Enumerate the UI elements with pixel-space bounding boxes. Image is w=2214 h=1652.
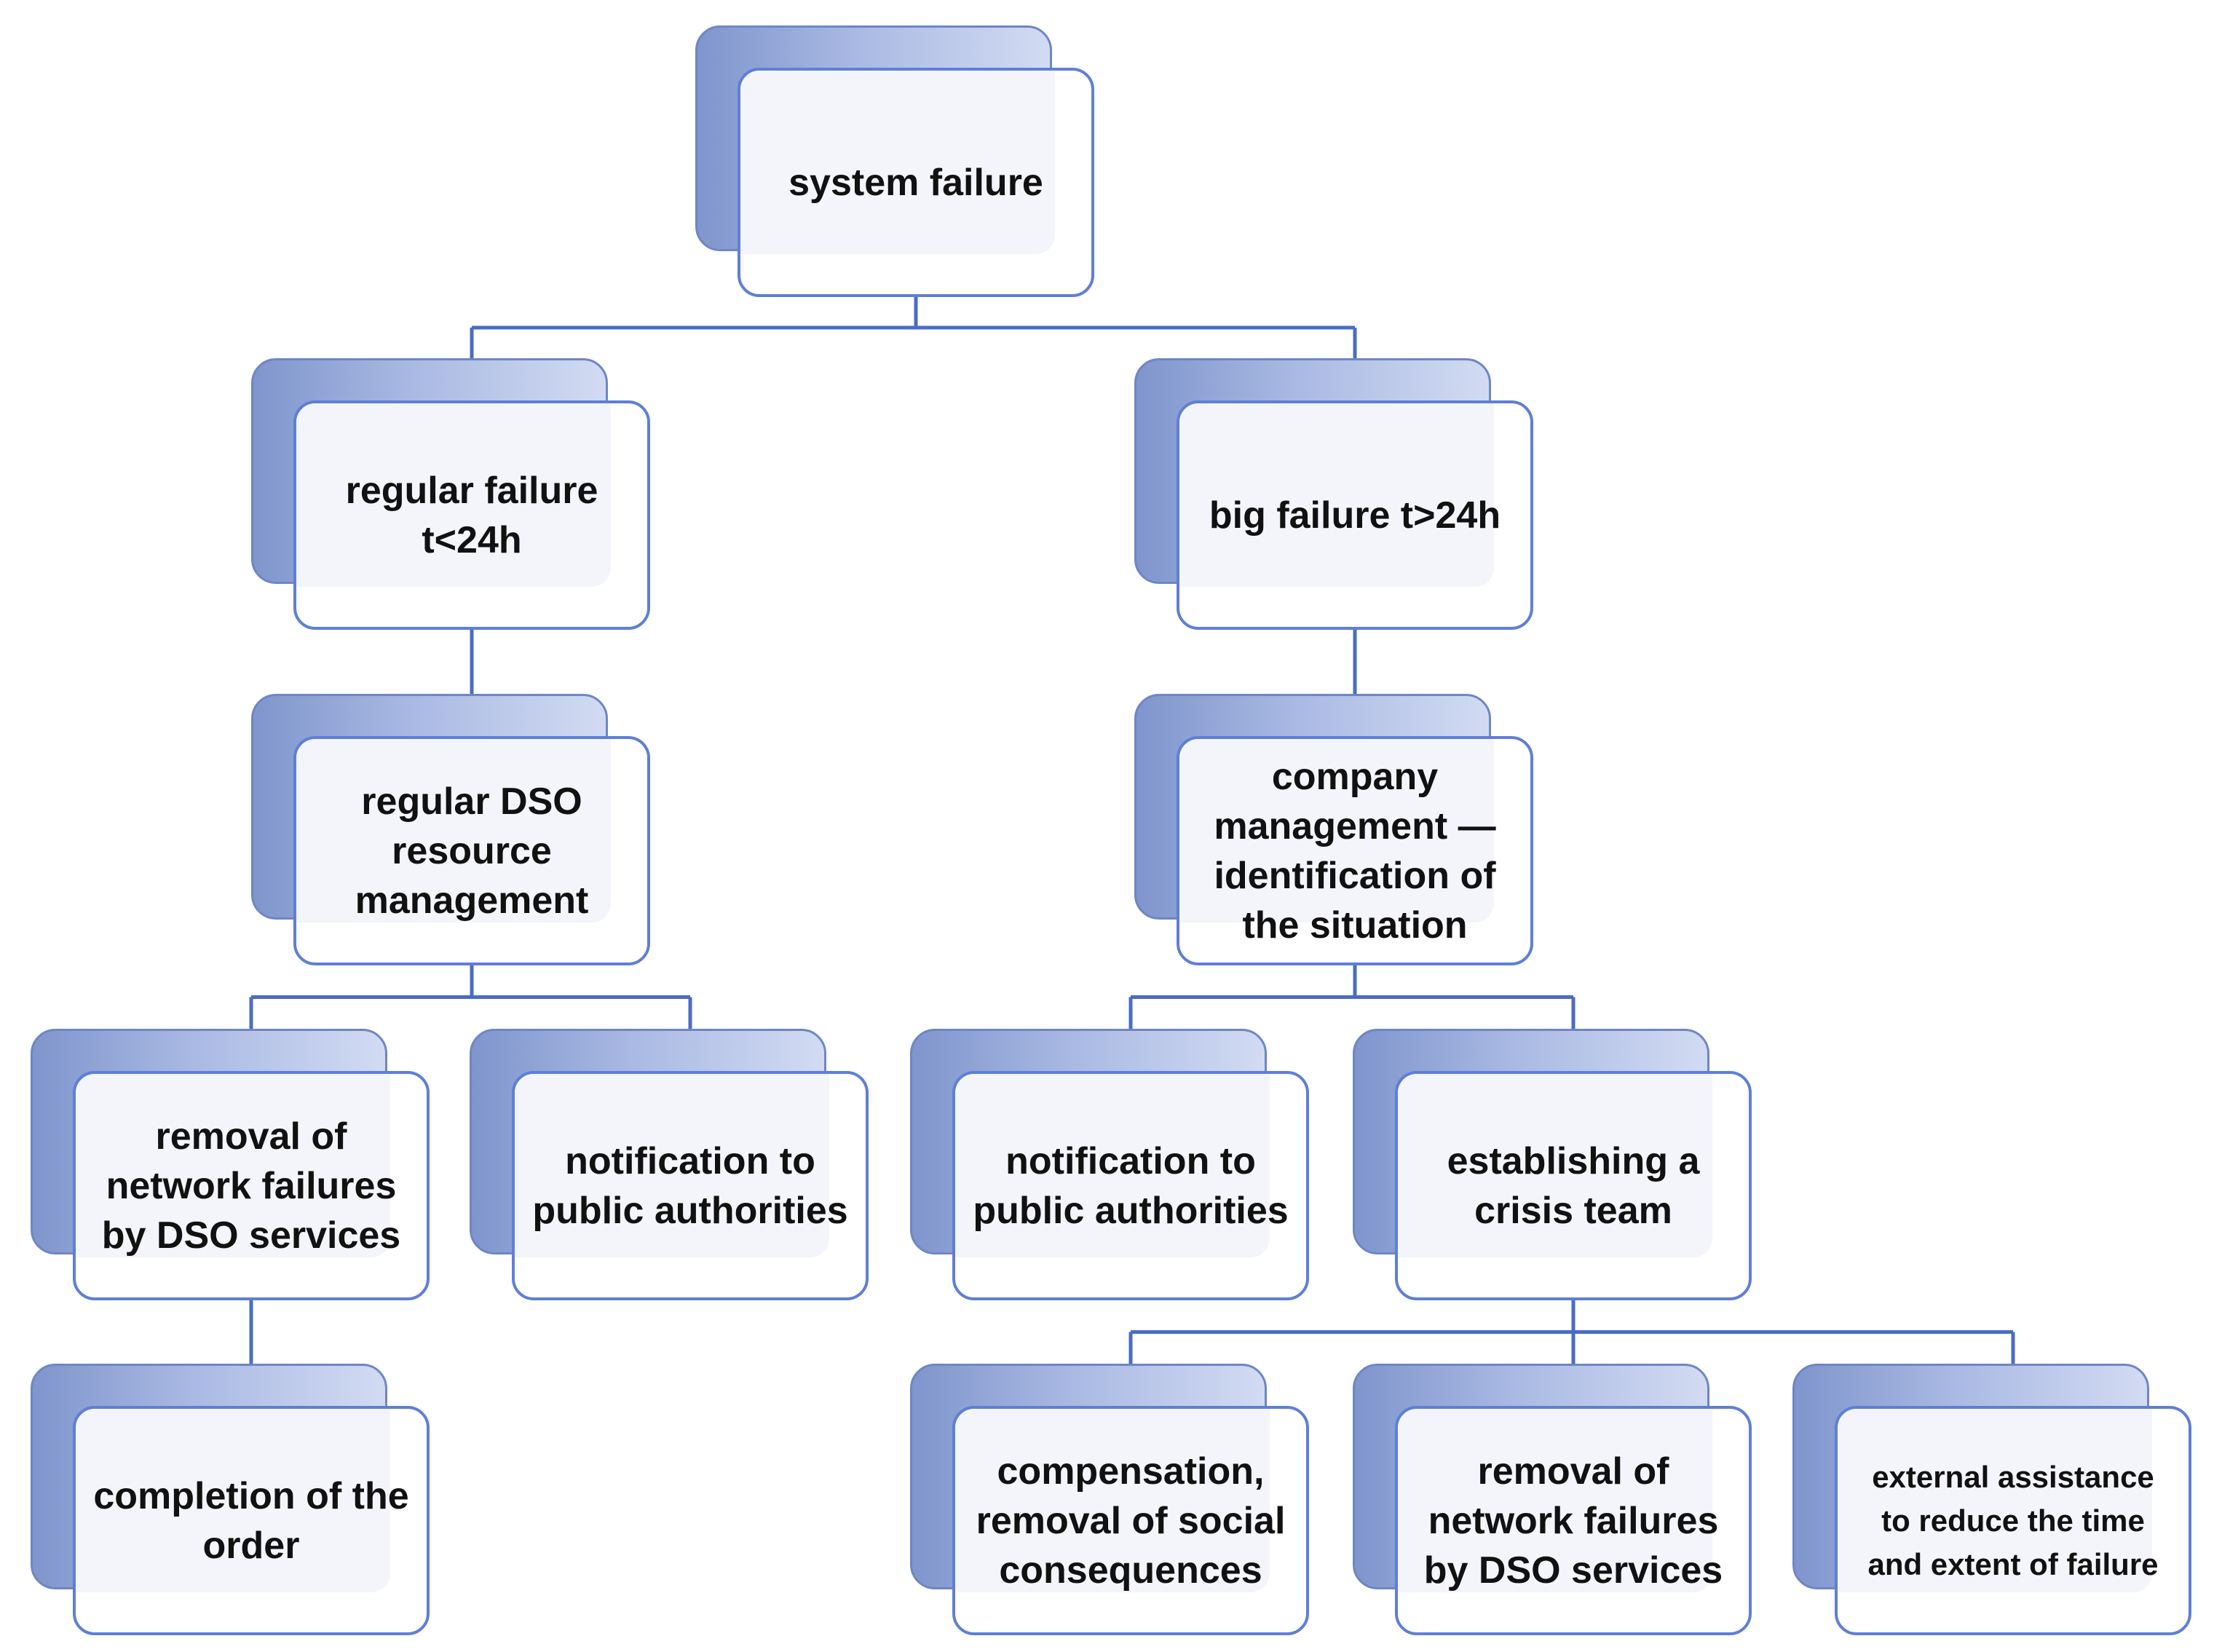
node-label: removal of network failures by DSO servi…	[101, 1115, 401, 1257]
node-label: regular failure t<24h	[345, 469, 598, 561]
node-box: notification to public authorities	[952, 1071, 1309, 1300]
node-compensation-social-consequences: compensation, removal of social conseque…	[910, 1364, 1309, 1635]
node-big-failure: big failure t>24h	[1134, 358, 1533, 630]
node-system-failure: system failure	[695, 25, 1094, 297]
node-notification-public-authorities-left: notification to public authorities	[470, 1029, 869, 1300]
node-removal-network-failures-right: removal of network failures by DSO servi…	[1353, 1364, 1752, 1635]
node-label: regular DSO resource management	[355, 780, 589, 922]
node-label: notification to public authorities	[973, 1139, 1289, 1232]
node-external-assistance: external assistance to reduce the time a…	[1792, 1364, 2191, 1635]
node-box: removal of network failures by DSO servi…	[73, 1071, 430, 1300]
node-regular-failure: regular failure t<24h	[251, 358, 650, 630]
node-label: establishing a crisis team	[1447, 1139, 1700, 1232]
node-box: compensation, removal of social conseque…	[952, 1406, 1309, 1635]
node-box: notification to public authorities	[512, 1071, 869, 1300]
node-box: establishing a crisis team	[1395, 1071, 1752, 1300]
node-label: compensation, removal of social conseque…	[976, 1450, 1286, 1592]
node-removal-network-failures-left: removal of network failures by DSO servi…	[31, 1029, 430, 1300]
node-box: regular DSO resource management	[293, 736, 650, 965]
node-box: big failure t>24h	[1177, 400, 1533, 630]
node-label: completion of the order	[93, 1474, 409, 1567]
node-box: completion of the order	[73, 1406, 430, 1635]
node-box: external assistance to reduce the time a…	[1835, 1406, 2191, 1635]
node-label: external assistance to reduce the time a…	[1867, 1459, 2159, 1581]
node-regular-dso-resource-management: regular DSO resource management	[251, 694, 650, 965]
node-box: company management — identification of t…	[1177, 736, 1533, 965]
node-box: regular failure t<24h	[293, 400, 650, 630]
node-label: removal of network failures by DSO servi…	[1423, 1450, 1723, 1592]
node-label: notification to public authorities	[532, 1139, 848, 1232]
node-establishing-crisis-team: establishing a crisis team	[1353, 1029, 1752, 1300]
node-box: removal of network failures by DSO servi…	[1395, 1406, 1752, 1635]
node-label: system failure	[788, 161, 1043, 204]
node-label: big failure t>24h	[1209, 494, 1501, 537]
node-notification-public-authorities-right: notification to public authorities	[910, 1029, 1309, 1300]
node-completion-of-order: completion of the order	[31, 1364, 430, 1635]
node-box: system failure	[738, 68, 1094, 297]
node-company-management: company management — identification of t…	[1134, 694, 1533, 965]
node-label: company management — identification of t…	[1214, 755, 1496, 946]
